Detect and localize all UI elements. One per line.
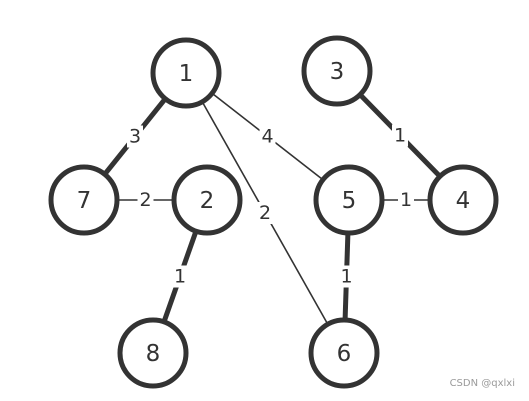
node-label-5: 5 <box>342 188 357 214</box>
node-label-2: 2 <box>200 188 215 214</box>
node-label-3: 3 <box>330 59 345 85</box>
node-circle-5 <box>313 164 385 236</box>
edge-label-bg-1-6 <box>257 202 273 224</box>
node-label-8: 8 <box>146 341 161 367</box>
node-2: 2 <box>171 164 243 236</box>
watermark: CSDN @qxlxi <box>449 378 515 389</box>
edge-labels-layer: 3 4 2 1 2 1 1 1 <box>127 124 414 288</box>
edge-weight-7-2: 2 <box>139 189 151 211</box>
node-label-6: 6 <box>337 341 352 367</box>
edge-label-bg-3-4 <box>392 124 408 147</box>
edge-label-bg-5-6 <box>338 265 355 288</box>
edge-weight-5-6: 1 <box>340 266 352 288</box>
edge-weight-1-7: 3 <box>129 126 141 148</box>
node-3: 3 <box>301 35 373 107</box>
node-6: 6 <box>308 317 380 389</box>
node-label-7: 7 <box>77 188 92 214</box>
edge-weight-3-4: 1 <box>394 125 406 147</box>
node-5: 5 <box>313 164 385 236</box>
node-7: 7 <box>48 164 120 236</box>
edge-weight-5-4: 1 <box>400 189 412 211</box>
edge-label-bg-1-7 <box>127 125 143 148</box>
node-label-4: 4 <box>456 188 471 214</box>
edge-weight-1-6: 2 <box>259 202 271 224</box>
node-circle-4 <box>427 164 499 236</box>
node-1: 1 <box>150 37 222 109</box>
node-circle-1 <box>150 37 222 109</box>
edge-weight-1-5: 4 <box>261 126 273 148</box>
edge-label-bg-7-2 <box>137 189 154 211</box>
nodes-layer: 1 3 7 2 5 4 8 6 <box>48 35 499 389</box>
node-circle-8 <box>117 317 189 389</box>
node-4: 4 <box>427 164 499 236</box>
node-circle-7 <box>48 164 120 236</box>
edge-weight-2-8: 1 <box>174 266 186 288</box>
node-circle-2 <box>171 164 243 236</box>
edge-label-bg-1-5 <box>259 125 276 148</box>
node-label-1: 1 <box>179 61 194 87</box>
node-8: 8 <box>117 317 189 389</box>
node-circle-6 <box>308 317 380 389</box>
node-circle-3 <box>301 35 373 107</box>
edge-label-bg-2-8 <box>172 265 188 288</box>
edge-label-bg-5-4 <box>398 189 414 211</box>
